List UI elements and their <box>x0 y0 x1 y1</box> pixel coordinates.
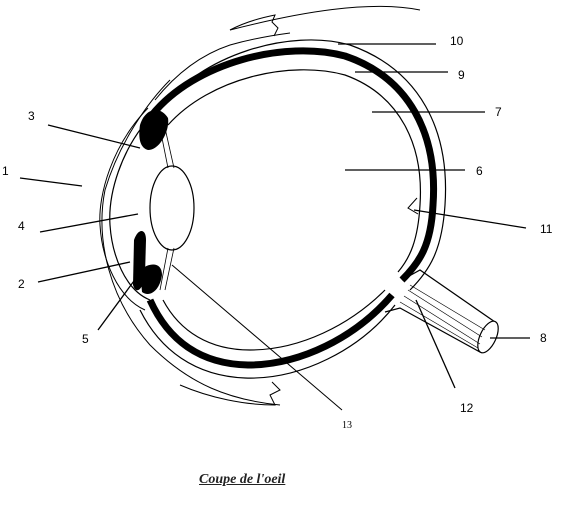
retina-layer <box>167 69 422 273</box>
label-4: 4 <box>18 219 25 233</box>
label-13: 13 <box>342 420 352 431</box>
upper-eyelid-body <box>154 32 291 101</box>
label-3: 3 <box>28 109 35 123</box>
leader-13 <box>171 264 343 411</box>
fovea-notch <box>407 197 419 215</box>
eyelid-outline <box>101 5 421 406</box>
leader-5 <box>97 269 143 331</box>
iris-upper <box>139 109 169 150</box>
leader-1 <box>19 177 83 187</box>
lower-eyelid-edge <box>179 381 281 406</box>
retina-layer-lower <box>162 289 386 351</box>
sclera-outer-lower <box>139 304 396 379</box>
choroid-layer-lower <box>146 292 395 369</box>
label-8: 8 <box>540 331 547 345</box>
leader-11 <box>413 209 527 229</box>
leader-12 <box>415 299 456 389</box>
label-6: 6 <box>476 164 483 178</box>
label-11: 11 <box>540 222 553 236</box>
sclera-outer <box>159 39 447 291</box>
label-2: 2 <box>18 277 25 291</box>
leader-2 <box>37 261 131 283</box>
suspensory-ligaments <box>159 127 175 291</box>
label-10: 10 <box>450 34 464 48</box>
upper-eyelid-edge <box>229 14 279 37</box>
label-1: 1 <box>2 164 9 178</box>
lens <box>149 165 195 251</box>
label-9: 9 <box>458 68 465 82</box>
label-5: 5 <box>82 332 89 346</box>
choroid-layer <box>149 47 438 283</box>
ciliary-body-lower <box>140 264 162 295</box>
label-12: 12 <box>460 401 474 415</box>
leader-4 <box>39 213 139 233</box>
optic-nerve-end <box>477 320 499 354</box>
optic-nerve-fibers <box>399 284 486 349</box>
diagram-caption: Coupe de l'oeil <box>199 472 286 487</box>
label-7: 7 <box>495 105 502 119</box>
leader-3 <box>47 124 141 149</box>
